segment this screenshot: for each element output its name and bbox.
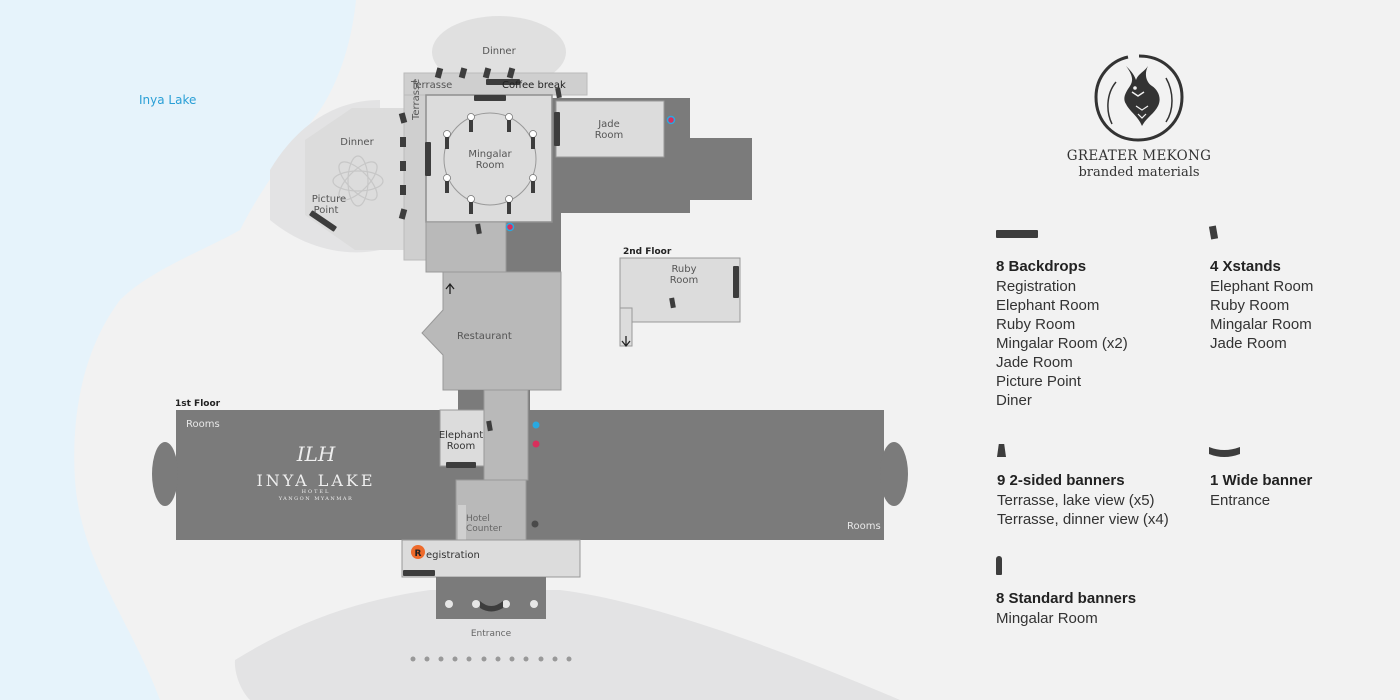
two-sided-banner-markers (398, 67, 516, 220)
hotel-counter-area (455, 479, 527, 545)
jade-label-line2: Room (595, 130, 623, 141)
walkway-dots (410, 656, 572, 662)
backdrop-ruby (733, 266, 739, 298)
backdrop-picture-point (309, 210, 337, 232)
registration-marker-icon (411, 545, 425, 559)
stairs-up-arrow-icon (445, 282, 455, 294)
terrasse-side-label: Terrasse (411, 79, 422, 121)
inya-lake (0, 0, 356, 700)
hotel-counter-desk (458, 505, 466, 541)
registration-label: egistration (426, 550, 480, 561)
backdrop-mingalar-top (474, 95, 506, 101)
counter-dot (531, 520, 539, 528)
ruby-room (619, 257, 741, 323)
dinner-left-label: Dinner (340, 137, 374, 148)
mingalar-label-line2: Room (476, 160, 504, 171)
picture-point-label-line2: Point (314, 205, 339, 216)
central-corridor (483, 389, 529, 481)
standard-banner-markers (443, 113, 537, 214)
jade-corridor (505, 213, 561, 273)
ruby-label-line2: Room (670, 275, 698, 286)
second-floor-label: 2nd Floor (623, 247, 672, 257)
dinner-top-label: Dinner (482, 46, 516, 57)
hotel-monogram: ILH (296, 442, 336, 466)
hotel-counter-label-line2: Counter (466, 524, 502, 534)
mingalar-table-ring (443, 112, 537, 206)
backdrop-diner (486, 79, 520, 85)
hotel-name: INYA LAKE (256, 471, 375, 490)
registration-marker-letter: R (415, 549, 422, 559)
mingalar-foyer (425, 221, 507, 273)
hotel-city: YANGON MYANMAR (278, 496, 353, 502)
ruby-label-line1: Ruby (671, 264, 696, 275)
backdrop-jade (554, 112, 560, 146)
xstand-markers (475, 87, 676, 432)
flower-ornament (332, 155, 384, 207)
backdrop-elephant (446, 462, 476, 468)
info-dot-red (532, 440, 540, 448)
elephant-label-line2: Room (447, 441, 475, 452)
jade-wing-extension (690, 138, 752, 200)
terrasse-top-label: Terrasse (410, 80, 452, 91)
lake-label: Inya Lake (139, 93, 196, 107)
coffee-break-label: Coffee break (502, 80, 566, 91)
restaurant-label: Restaurant (457, 331, 512, 342)
entrance-bollards (445, 600, 538, 608)
rooms-left-label: Rooms (186, 419, 220, 430)
entrance-porch (436, 577, 546, 619)
first-floor-label: 1st Floor (175, 399, 221, 409)
first-floor-building (176, 410, 884, 540)
jade-room (555, 100, 665, 158)
mingalar-door-dot (505, 222, 515, 232)
backdrop-mingalar-side (425, 142, 431, 176)
hotel-counter-label-line1: Hotel (466, 514, 490, 524)
picture-point-label-line1: Picture (312, 194, 346, 205)
info-dot-blue (532, 421, 540, 429)
right-wing-cap (880, 442, 908, 506)
backdrop-markers (309, 79, 739, 576)
wide-banner-marker (480, 601, 503, 612)
jade-door-dot (666, 115, 676, 125)
hotel-word: HOTEL (302, 489, 331, 495)
jade-label-line1: Jade (597, 119, 620, 130)
walkway (234, 590, 901, 700)
mingalar-label-line1: Mingalar (468, 149, 512, 160)
dinner-left-area (305, 108, 404, 250)
rooms-right-label: Rooms (847, 521, 881, 532)
inya-lake-hotel-logo: ILH INYA LAKE HOTEL YANGON MYANMAR (256, 442, 375, 502)
entrance-label: Entrance (471, 629, 512, 639)
left-wing-cap (152, 442, 178, 506)
restaurant-area (421, 271, 562, 391)
stairs-down-arrow-icon (621, 336, 631, 348)
backdrop-registration (403, 570, 435, 576)
elephant-label-line1: Elephant (439, 430, 483, 441)
elephant-room (439, 409, 485, 467)
